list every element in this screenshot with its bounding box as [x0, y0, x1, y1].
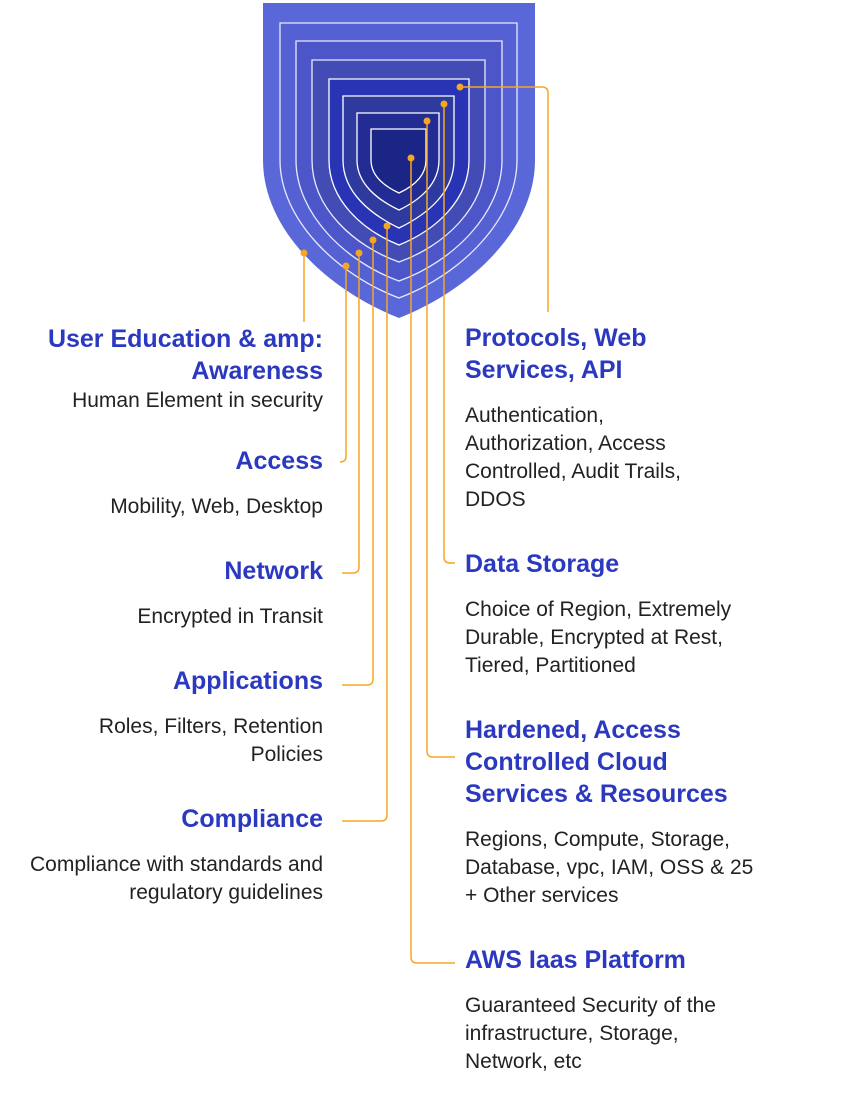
layer-user-education: User Education & amp: Awareness Human El…	[23, 323, 323, 415]
layer-title: Applications	[172, 667, 323, 695]
connector-applications	[342, 240, 374, 686]
connector-protocols	[460, 86, 549, 312]
dot-user-education	[300, 249, 308, 257]
layer-desc: Roles, Filters, Retention Policies	[98, 715, 323, 766]
layer-title: Data Storage	[465, 550, 620, 578]
connector-aws	[410, 158, 455, 964]
layer-desc: Regions, Compute, Storage, Database, vpc…	[465, 828, 754, 907]
layer-desc: Guaranteed Security of the infrastructur…	[465, 994, 716, 1073]
dot-access	[342, 262, 350, 270]
dot-aws	[407, 154, 415, 162]
layer-desc: Human Element in security	[72, 389, 323, 412]
dot-protocols	[456, 83, 464, 91]
layer-hardened: Hardened, Access Controlled Cloud Servic…	[465, 714, 785, 910]
connector-data-storage	[443, 104, 455, 564]
layer-compliance: Compliance Compliance with standards and…	[23, 803, 323, 907]
connector-network	[342, 253, 360, 574]
layer-title: Network	[224, 557, 323, 585]
layer-access: Access Mobility, Web, Desktop	[23, 445, 323, 521]
layer-title: AWS Iaas Platform	[465, 946, 686, 974]
layer-desc: Choice of Region, Extremely Durable, Enc…	[465, 598, 732, 677]
connector-dots	[300, 83, 464, 270]
dot-data-storage	[440, 100, 448, 108]
layer-title: Access	[235, 447, 323, 475]
layer-aws: AWS Iaas Platform Guaranteed Security of…	[465, 944, 785, 1076]
layer-title: Compliance	[181, 805, 323, 833]
connector-hardened	[426, 121, 455, 758]
layer-title: User Education & amp: Awareness	[47, 325, 323, 385]
connectors	[303, 86, 549, 964]
layer-desc: Encrypted in Transit	[137, 605, 323, 628]
connector-access	[339, 266, 347, 463]
shield-layer-core	[370, 128, 427, 194]
layer-data-storage: Data Storage Choice of Region, Extremely…	[465, 548, 785, 680]
connector-compliance	[342, 226, 388, 822]
layer-desc: Compliance with standards and regulatory…	[30, 853, 323, 904]
dot-compliance	[383, 222, 391, 230]
layer-title: Protocols, Web Services, API	[465, 324, 647, 384]
layer-applications: Applications Roles, Filters, Retention P…	[23, 665, 323, 769]
dot-network	[355, 249, 363, 257]
layer-protocols: Protocols, Web Services, API Authenticat…	[465, 322, 785, 514]
dot-hardened	[423, 117, 431, 125]
layer-desc: Authentication, Authorization, Access Co…	[465, 404, 681, 511]
layer-desc: Mobility, Web, Desktop	[110, 495, 323, 518]
dot-applications	[369, 236, 377, 244]
layer-title: Hardened, Access Controlled Cloud Servic…	[465, 716, 728, 808]
layer-network: Network Encrypted in Transit	[23, 555, 323, 631]
